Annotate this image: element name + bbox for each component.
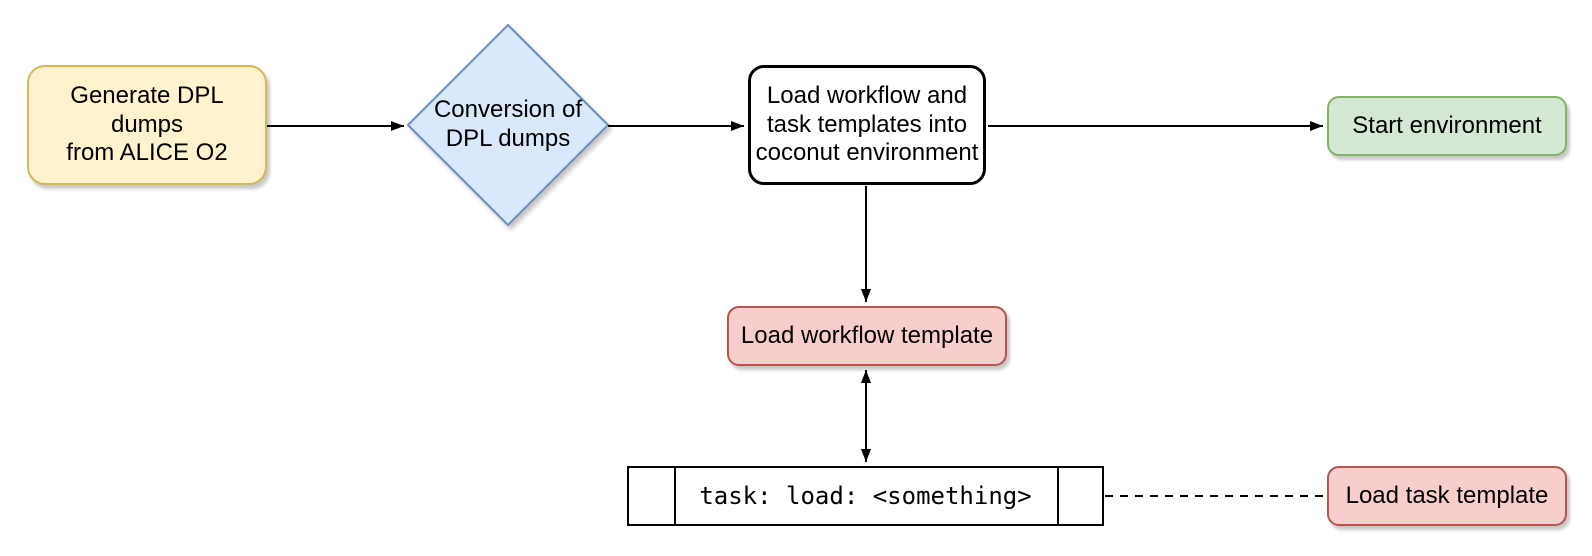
diamond-shape xyxy=(406,23,610,227)
node-load-templates: Load workflow and task templates into co… xyxy=(748,65,986,185)
node-label: Load workflow template xyxy=(740,321,994,349)
node-label: Load workflow and task templates into co… xyxy=(755,81,979,167)
node-start-environment: Start environment xyxy=(1327,96,1567,156)
node-conversion-of-dpl-dumps: Conversion of DPL dumps xyxy=(408,25,608,225)
node-load-task-template: Load task template xyxy=(1327,466,1567,526)
node-task-load-something: task: load: <something> xyxy=(627,466,1104,526)
node-label: Conversion of DPL dumps xyxy=(433,96,583,152)
process-divider-left xyxy=(674,468,676,524)
node-label: Load task template xyxy=(1345,481,1549,509)
node-label: Start environment xyxy=(1352,111,1542,139)
node-generate-dpl-dumps: Generate DPL dumps from ALICE O2 xyxy=(27,65,267,185)
node-label: Generate DPL dumps from ALICE O2 xyxy=(66,81,228,167)
node-load-workflow-template: Load workflow template xyxy=(727,306,1007,366)
node-label: task: load: <something> xyxy=(699,481,1032,510)
process-divider-right xyxy=(1057,468,1059,524)
